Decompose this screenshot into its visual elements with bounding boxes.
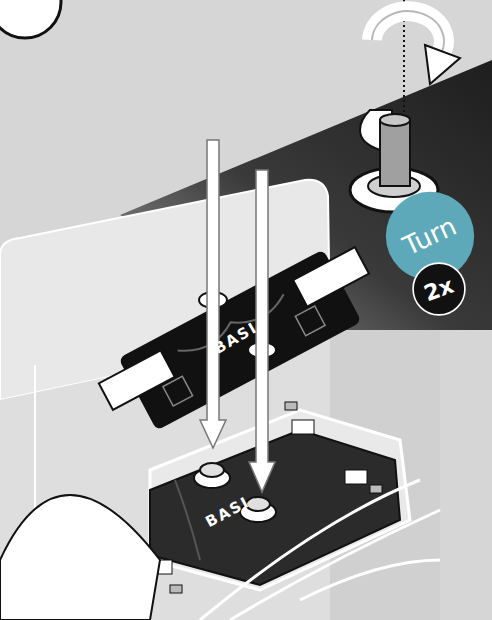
foreground-blob [0,495,160,620]
clip [285,402,297,410]
insert-arrow [200,140,226,448]
brand-label: BASI [211,318,261,357]
plate-fold [175,480,200,560]
fitting-shaft [380,120,410,186]
step-circle [0,0,61,38]
pipe-lines [200,480,440,620]
stud-top [200,463,224,477]
brand-label: BASI [203,493,253,531]
tape-mark [292,420,314,434]
strap [99,350,175,409]
cutout-outline [150,410,410,590]
rotate-arrow-head [425,45,460,84]
clip [370,485,382,493]
tape-mark [295,306,325,336]
plate-ridge [178,294,289,359]
strap [293,247,369,306]
count-badge: 2x [412,262,466,316]
clip [170,585,182,593]
tape-mark [163,376,193,406]
fitting-top [380,114,410,126]
top-plate-group [93,237,387,444]
tape-mark [345,470,367,484]
badge-circle [413,263,465,315]
